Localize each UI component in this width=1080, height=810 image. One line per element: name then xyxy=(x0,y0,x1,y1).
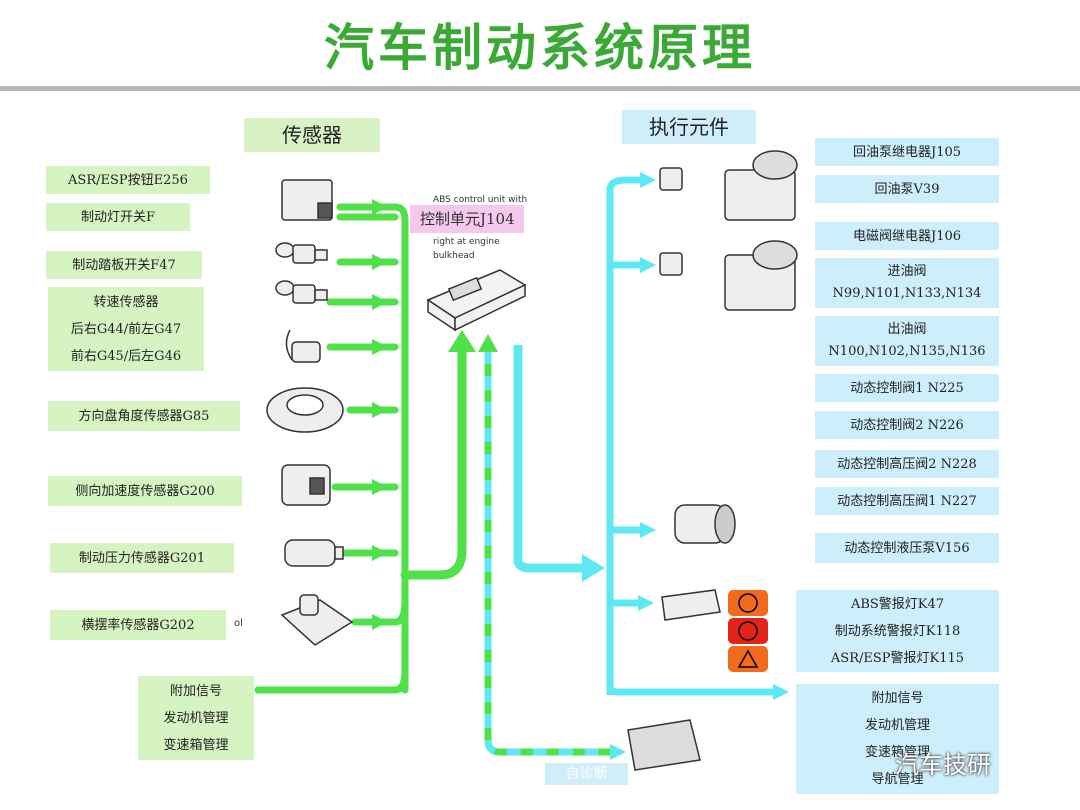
ecu-caption-1: ABS control unit with xyxy=(433,195,528,205)
pressure-sensor-icon xyxy=(284,539,344,567)
sensors-header: 传感器 xyxy=(244,118,380,152)
brake-light-switch-icon xyxy=(275,242,328,264)
actuator-box-j105: 回油泵继电器J105 xyxy=(815,138,999,166)
ecu-unit-icon xyxy=(426,269,527,332)
yaw-rate-sensor-icon xyxy=(280,594,354,646)
relay-j105-icon xyxy=(659,167,683,191)
actuator-box-n228: 动态控制高压阀2 N228 xyxy=(815,450,999,478)
sensor-box-extra: 附加信号发动机管理变速箱管理 xyxy=(138,676,254,760)
actuator-box-extra: 附加信号发动机管理变速箱管理导航管理 xyxy=(796,684,999,794)
hydraulic-pump-icon xyxy=(674,504,736,544)
actuator-box-n225: 动态控制阀1 N225 xyxy=(815,374,999,402)
stray-mark: ol xyxy=(234,618,243,629)
actuator-trunk xyxy=(606,176,642,695)
page-title: 汽车制动系统原理 xyxy=(324,18,756,77)
actuator-arrowheads xyxy=(582,172,789,700)
lateral-accel-sensor-icon xyxy=(281,464,331,506)
actuator-icons xyxy=(627,150,798,771)
ecu-in-arrowhead xyxy=(478,334,498,352)
actuator-box-n227: 动态控制高压阀1 N227 xyxy=(815,487,999,515)
steering-angle-sensor-icon xyxy=(266,387,344,433)
relay-j106-icon xyxy=(659,252,683,276)
instrument-cluster-icon xyxy=(661,589,721,621)
actuator-box-v39: 回油泵V39 xyxy=(815,175,999,203)
sensor-box-g201: 制动压力传感器G201 xyxy=(50,543,234,573)
actuator-box-n226: 动态控制阀2 N226 xyxy=(815,411,999,439)
sensor-arrowheads xyxy=(372,199,476,630)
actuator-arrows xyxy=(513,176,775,696)
diagnosis-link-dash xyxy=(484,350,610,756)
sensor-box-e256: ASR/ESP按钮E256 xyxy=(46,166,210,194)
abs-lamp-icon xyxy=(728,590,768,616)
ecu-output xyxy=(513,345,585,573)
ecu-caption-3: bulkhead xyxy=(433,251,475,261)
diagnosis-link xyxy=(484,345,610,756)
sensor-arrow-g202 xyxy=(351,556,409,626)
actuator-box-j106: 电磁阀继电器J106 xyxy=(815,222,999,250)
brake-lamp-icon xyxy=(728,618,768,644)
control-unit-label: 控制单元J104 xyxy=(410,205,524,233)
sensor-arrows xyxy=(254,203,467,694)
actuators-header: 执行元件 xyxy=(622,110,756,144)
obd-connector-icon xyxy=(627,719,701,771)
esp-lamp-icon xyxy=(728,646,768,672)
sensor-box-f47: 制动踏板开关F47 xyxy=(46,251,202,279)
sensor-arrow-e256 xyxy=(336,203,409,564)
watermark: 汽车技研 xyxy=(895,751,991,779)
wheel-speed-sensor-icon xyxy=(285,329,321,363)
diagnosis-arrowhead xyxy=(610,744,626,760)
actuator-box-v156: 动态控制液压泵V156 xyxy=(815,533,999,563)
sensor-box-g85: 方向盘角度传感器G85 xyxy=(48,401,240,431)
diagnosis-label: 自诊断 xyxy=(545,763,628,785)
sensor-box-f: 制动灯开关F xyxy=(46,203,190,231)
sensor-icons xyxy=(266,179,354,646)
sensor-to-ecu xyxy=(400,345,467,580)
hydraulic-unit-icon-1 xyxy=(724,150,798,221)
sensor-box-g200: 侧向加速度传感器G200 xyxy=(48,476,242,506)
sensor-box-g202: 横摆率传感器G202 xyxy=(50,610,226,640)
warning-lamps xyxy=(728,590,768,672)
actuator-arrow-extra xyxy=(606,687,775,696)
title-divider xyxy=(0,86,1080,91)
pedal-switch-icon xyxy=(275,280,328,304)
ecu-caption-2: right at engine xyxy=(433,237,500,247)
hydraulic-unit-icon-2 xyxy=(724,240,798,311)
